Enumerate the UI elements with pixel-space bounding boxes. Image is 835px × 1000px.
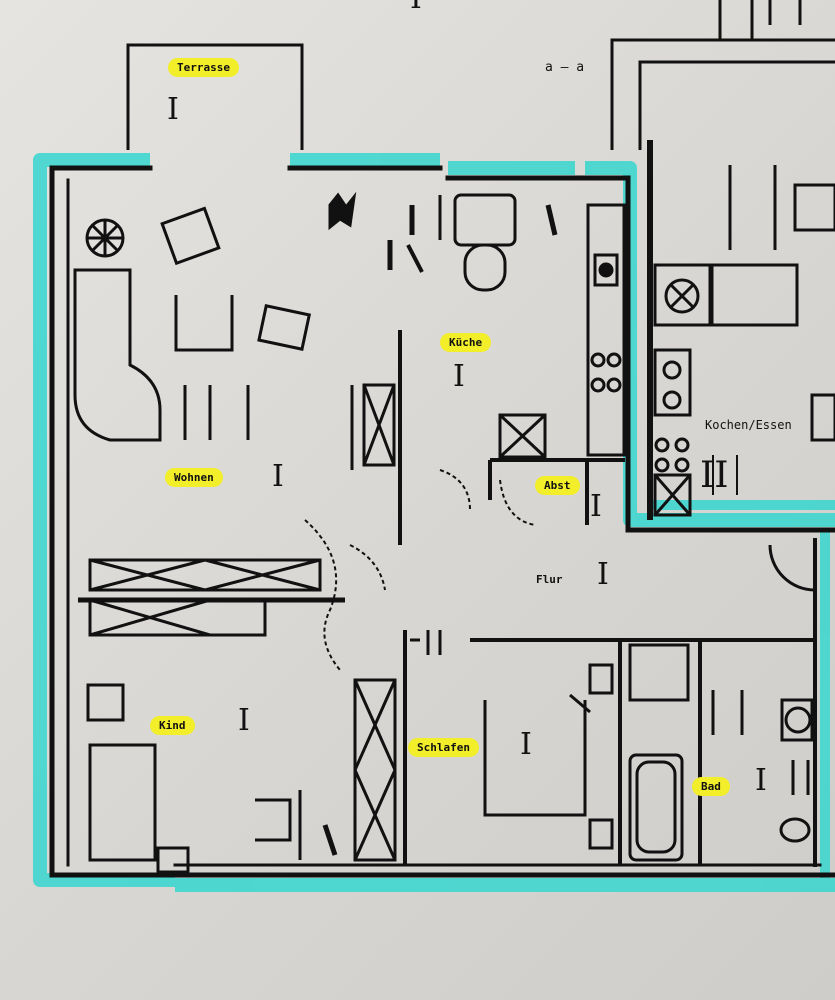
living-room-furniture [73,191,424,442]
child-room-furniture [86,683,338,874]
room-label-kochen-essen: Kochen/Essen [705,418,792,432]
room-number-bad: I [755,763,767,798]
room-number-kochen-essen: II [700,455,729,496]
room-number-abst: I [590,489,602,524]
room-number-flur: I [597,557,609,592]
bathroom-fixtures [628,544,816,862]
door-swings [304,469,536,671]
interior-walls [398,330,815,865]
apartment-outline [33,153,835,892]
room-label-flur: Flur [536,573,563,586]
room-number-wohnen: I [272,459,284,494]
room-label-terrasse: Terrasse [168,58,239,77]
section-marker: a — a [545,60,585,75]
room-number-kind: I [238,703,250,738]
room-label-kind: Kind [150,716,195,735]
terrace-outline [126,43,304,150]
exterior-walls [49,165,835,878]
neighbour-unit [610,0,835,520]
room-number-kueche: I [453,359,465,394]
room-label-kueche: Küche [440,333,492,352]
header-fragment: I [410,0,422,14]
room-label-wohnen: Wohnen [165,468,223,487]
room-number-terrasse: I [167,92,179,127]
storage-units [78,383,397,862]
kitchen-units [438,193,626,459]
room-number-schlafen: I [520,727,532,762]
room-label-abst: Abst [535,476,580,495]
room-label-schlafen: Schlafen [408,738,479,757]
bedroom-furniture [410,630,614,850]
room-label-bad: Bad [692,777,730,796]
